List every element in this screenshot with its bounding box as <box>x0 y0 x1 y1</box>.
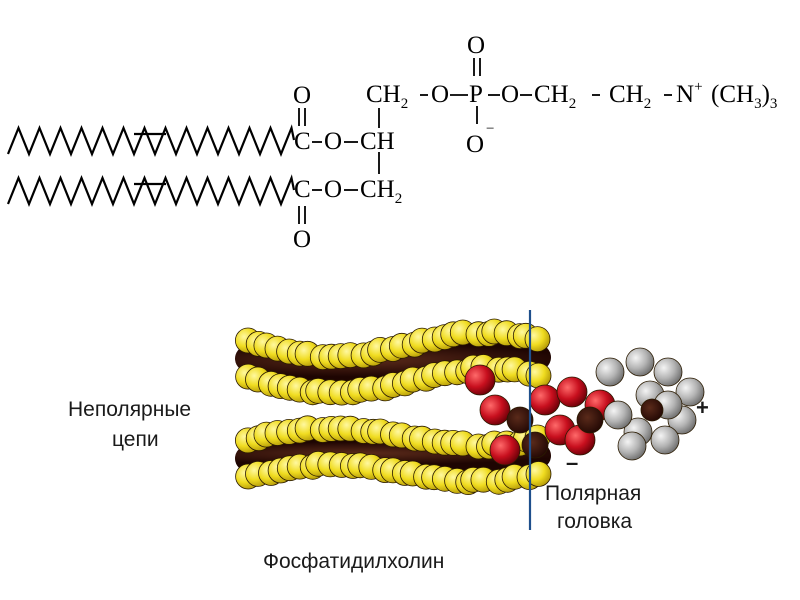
oxygen-atom <box>464 364 496 396</box>
phosphate-negative-charge: − <box>486 121 494 137</box>
phosphate-ester-oxygen: O <box>431 81 449 108</box>
ester1-oxygen: O <box>324 128 342 155</box>
ester2-carbon: C <box>294 176 311 203</box>
phosphorus-atom: P <box>469 81 483 108</box>
trimethyl-group: (CH3)3 <box>711 81 777 112</box>
choline-methyl-atom <box>617 431 647 461</box>
oxygen-atom <box>556 376 588 408</box>
molecule-name: Фосфатидилхолин <box>263 550 444 573</box>
phosphate-anionic-oxygen: O <box>466 131 484 158</box>
fatty-acid-chain-2 <box>6 174 296 207</box>
nonpolar-label-line1: Неполярные <box>68 398 191 421</box>
choline-methyl-atom <box>625 347 655 377</box>
hydrogen-atom <box>524 326 551 353</box>
choline-methyl-atom <box>675 377 705 407</box>
hydrogen-atom <box>525 461 552 487</box>
ester1-carbon: C <box>294 128 311 155</box>
carbon-atom <box>576 406 604 434</box>
tail-1-carbon-backbone <box>235 337 551 388</box>
nonpolar-label-line2: цепи <box>112 428 159 451</box>
carbon-atom <box>521 431 549 459</box>
ester2-carbonyl-oxygen: O <box>293 226 311 253</box>
structural-formula: CH2 O P O CH2 CH2 N+ (CH3)3 O O − O C O … <box>6 32 777 253</box>
positive-charge-sign: + <box>696 395 709 420</box>
glycerol-ch2-bottom: CH2 <box>360 176 402 207</box>
choline-methyl-atom <box>595 357 625 387</box>
choline-methyl-atom <box>653 357 683 387</box>
carbon-atom <box>506 406 534 434</box>
oxygen-atom <box>479 394 511 426</box>
tail-2-carbon-backbone <box>235 433 551 477</box>
choline-ch2-a: CH2 <box>534 81 576 112</box>
hydrocarbon-tail-1 <box>234 318 552 406</box>
ester1-carbonyl-oxygen: O <box>293 82 311 109</box>
hydrocarbon-tail-2 <box>234 415 552 496</box>
fatty-acid-chain-1 <box>6 124 296 157</box>
glycerol-ch2-top: CH2 <box>366 81 408 112</box>
oxygen-atom <box>529 384 561 416</box>
glycerol-ch: CH <box>360 128 395 155</box>
polar-head-label-line2: головка <box>557 510 632 533</box>
ester2-oxygen: O <box>324 176 342 203</box>
choline-ester-oxygen: O <box>501 81 519 108</box>
space-filling-model <box>234 318 705 496</box>
polar-head-label-line1: Полярная <box>545 482 641 505</box>
choline-methyl-atom <box>603 400 633 430</box>
quaternary-nitrogen: N+ <box>676 79 703 108</box>
choline-methyl-atom <box>650 425 680 455</box>
nitrogen-atom <box>640 398 664 422</box>
phosphate-double-bond-oxygen: O <box>467 32 485 59</box>
polar-head-atoms <box>464 347 705 466</box>
oxygen-atom <box>489 434 521 466</box>
negative-charge-sign: – <box>566 450 578 475</box>
choline-ch2-b: CH2 <box>609 81 651 112</box>
